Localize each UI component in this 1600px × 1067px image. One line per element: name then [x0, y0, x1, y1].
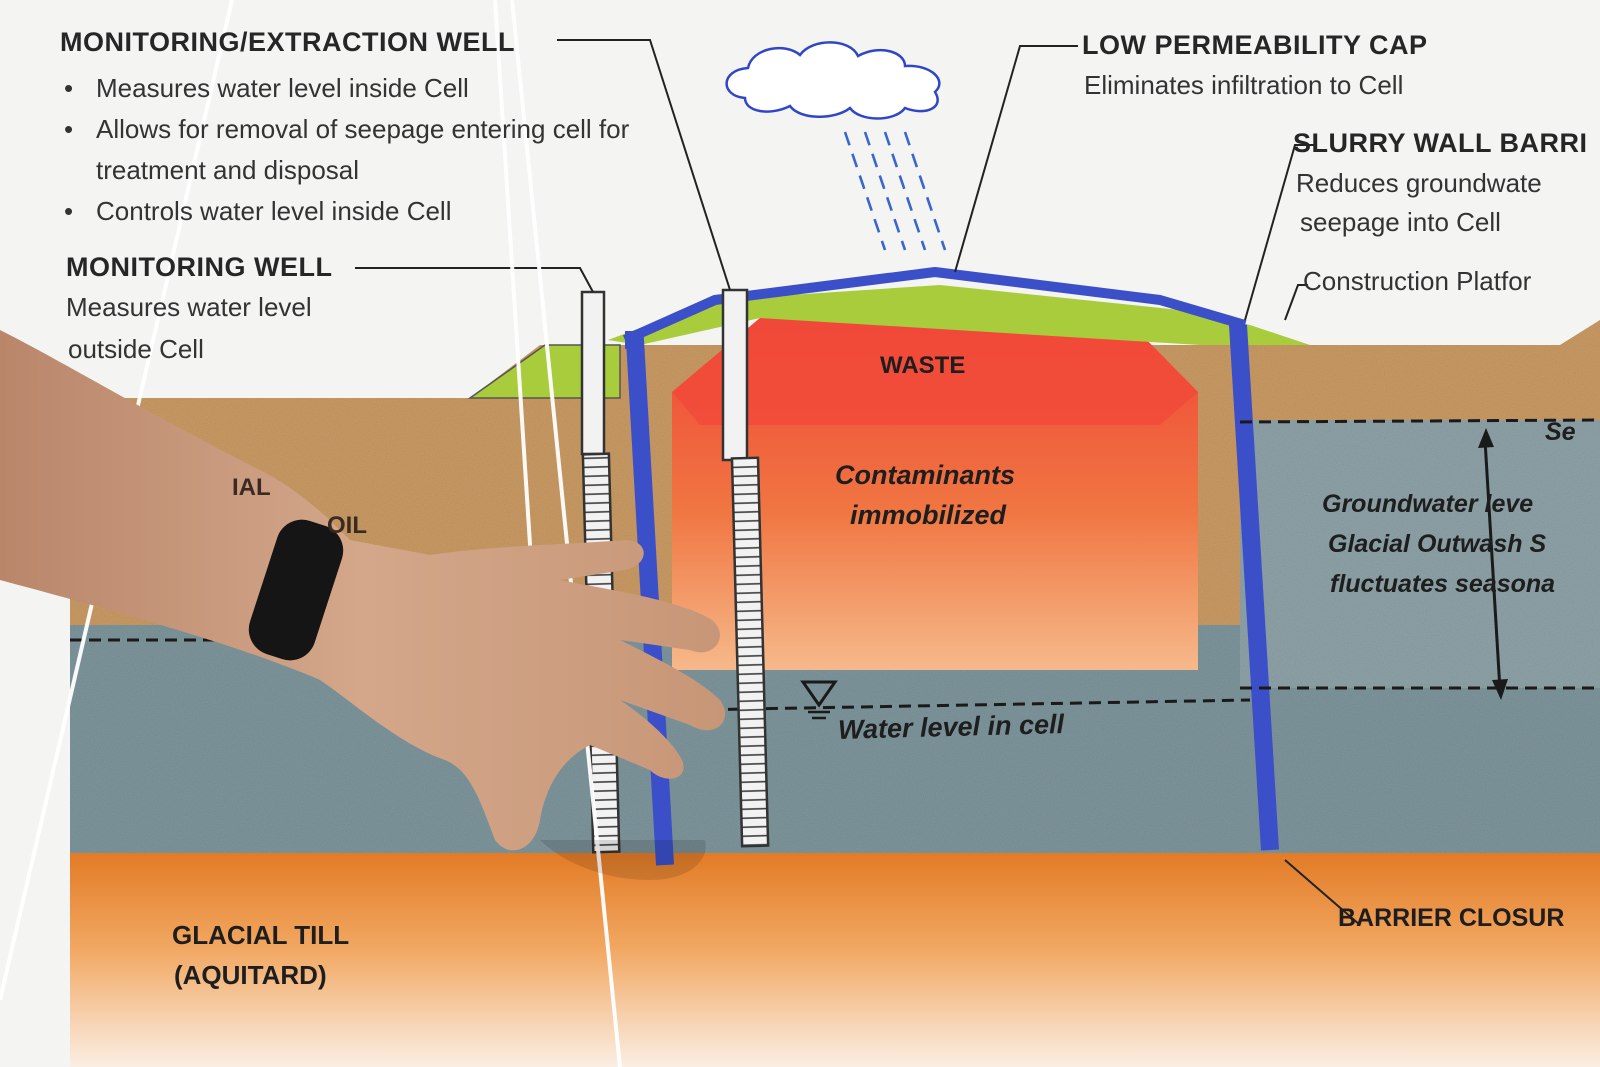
barrier-closure-label: BARRIER CLOSUR [1338, 904, 1565, 932]
groundwater-line-3: fluctuates seasona [1330, 570, 1556, 598]
bullet-controls-level: Controls water level inside Cell [58, 191, 656, 232]
extraction-well-bullets: Measures water level inside Cell Allows … [58, 68, 656, 232]
cap-green-layer [608, 285, 1310, 345]
rain-icon [843, 131, 947, 251]
cloud-icon [725, 41, 941, 120]
fitness-tracker-band [248, 519, 344, 661]
monitoring-well-title: MONITORING WELL [66, 252, 333, 282]
seasonal-upper-line [1239, 418, 1600, 424]
leader-cap [954, 45, 1078, 273]
extraction-well-screen [730, 456, 770, 848]
cap-desc: Eliminates infiltration to Cell [1084, 70, 1404, 100]
leader-slurry [1244, 144, 1315, 321]
seasonal-fluctuation-arrow [1483, 439, 1502, 691]
slurry-desc-2: seepage into Cell [1300, 207, 1501, 237]
slurry-title: SLURRY WALL BARRI [1293, 128, 1588, 158]
bullet-allows-removal: Allows for removal of seepage entering c… [58, 109, 656, 191]
waste-label: WASTE [880, 352, 966, 379]
construction-platform-label: Construction Platfor [1303, 266, 1532, 296]
native-soil-line-2: OIL [327, 512, 367, 539]
seasonal-label: Se [1545, 418, 1576, 446]
contaminants-line-1: Contaminants [835, 460, 1016, 490]
glacial-till-line-2: (AQUITARD) [174, 960, 327, 990]
contaminants-line-2: immobilized [850, 500, 1007, 530]
bullet-measures-inside: Measures water level inside Cell [58, 68, 656, 109]
monitoring-well-pipe [580, 290, 606, 456]
slurry-desc-1: Reduces groundwate [1296, 168, 1542, 198]
waste-top [672, 318, 1198, 425]
extraction-well-pipe [721, 288, 749, 462]
water-level-triangle [800, 680, 838, 708]
leader-barrier-closure [1284, 859, 1361, 926]
slurry-wall-right [1229, 324, 1279, 851]
monitoring-well-desc-2: outside Cell [68, 334, 204, 364]
hand-shadow [540, 840, 706, 880]
monitoring-well-desc-1: Measures water level [66, 292, 312, 322]
low-permeability-cap [622, 267, 1247, 345]
leader-monitoring-well [355, 267, 594, 293]
groundwater-line-1: Groundwater leve [1322, 490, 1534, 518]
hand-with-bracelet [0, 330, 726, 851]
native-soil-line-1: IAL [232, 474, 271, 501]
glacial-till-line-1: GLACIAL TILL [172, 920, 350, 950]
extraction-well-title: MONITORING/EXTRACTION WELL [60, 27, 515, 57]
groundwater-line-2: Glacial Outwash S [1328, 530, 1547, 558]
cell-water [690, 695, 1250, 831]
glacial-till-layer [70, 850, 1600, 1067]
cap-title: LOW PERMEABILITY CAP [1082, 30, 1428, 60]
cell-water-level-line [689, 698, 1251, 712]
leader-extraction-well [557, 39, 731, 291]
groundwater-region-right [1240, 420, 1600, 688]
water-level-cell-label: Water level in cell [837, 709, 1065, 745]
leader-platform [1284, 284, 1308, 321]
